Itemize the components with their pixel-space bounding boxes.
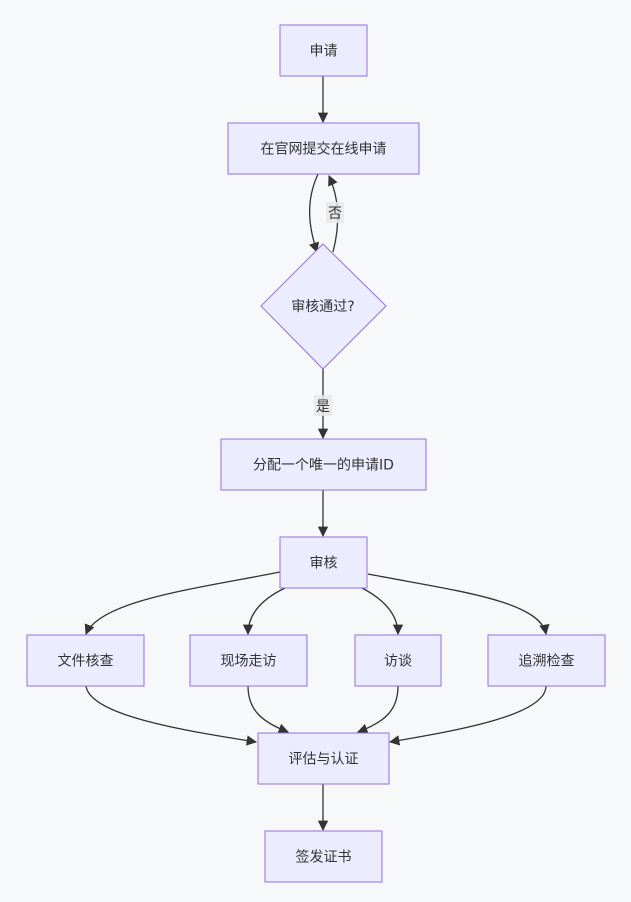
node-review-decision[interactable]: 审核通过? (260, 243, 387, 370)
node-site-visit-label: 现场走访 (221, 654, 277, 670)
node-interview-label: 访谈 (384, 654, 412, 670)
node-doc-check-label: 文件核查 (58, 654, 114, 670)
edge-label-no: 否 (326, 202, 344, 223)
node-assign-id-label: 分配一个唯一的申请ID (253, 458, 394, 474)
node-issue-certificate-label: 签发证书 (296, 849, 352, 866)
edge-label-no-text: 否 (328, 206, 342, 222)
node-issue-certificate[interactable]: 签发证书 (264, 830, 383, 883)
node-review-decision-label: 审核通过? (291, 299, 354, 315)
edge-site-visit-to-evaluate (247, 685, 289, 734)
node-apply-label: 申请 (310, 44, 338, 60)
edge-label-yes: 是 (314, 395, 332, 416)
edge-doc-check-to-evaluate (85, 685, 258, 746)
node-audit-label: 审核 (310, 556, 338, 572)
node-audit[interactable]: 审核 (279, 536, 368, 589)
node-trace-check[interactable]: 追溯检查 (487, 634, 606, 687)
edge-trace-check-to-evaluate (388, 685, 547, 746)
node-evaluate-certify[interactable]: 评估与认证 (257, 732, 390, 785)
edge-audit-to-site-visit (242, 587, 286, 636)
node-online-application-label: 在官网提交在线申请 (261, 141, 387, 158)
edges (84, 76, 550, 832)
node-interview[interactable]: 访谈 (354, 634, 442, 687)
edge-audit-to-interview (361, 587, 404, 636)
node-trace-check-label: 追溯检查 (519, 654, 575, 670)
edge-label-yes-text: 是 (316, 399, 330, 415)
node-evaluate-certify-label: 评估与认证 (289, 752, 359, 768)
node-apply[interactable]: 申请 (279, 24, 368, 77)
edge-interview-to-evaluate (357, 685, 399, 734)
node-doc-check[interactable]: 文件核查 (26, 634, 145, 687)
edge-audit-to-trace-check (367, 573, 550, 636)
node-online-application[interactable]: 在官网提交在线申请 (227, 122, 420, 175)
edge-audit-to-doc-check (84, 571, 281, 635)
edge-online-to-review (308, 173, 319, 253)
node-assign-id[interactable]: 分配一个唯一的申请ID (220, 438, 427, 491)
node-site-visit[interactable]: 现场走访 (189, 634, 308, 687)
